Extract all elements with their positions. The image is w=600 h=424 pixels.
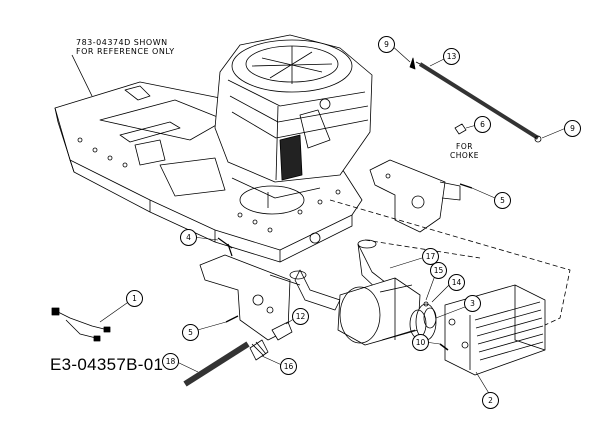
engine-assembly bbox=[214, 34, 373, 215]
cable-clip bbox=[454, 123, 467, 135]
callout-9a[interactable]: 9 bbox=[378, 36, 395, 53]
spring-nut bbox=[249, 339, 269, 361]
callout-15[interactable]: 15 bbox=[430, 262, 447, 279]
callout-2[interactable]: 2 bbox=[482, 392, 499, 409]
callout-10[interactable]: 10 bbox=[412, 334, 429, 351]
reference-note: 783-04374D SHOWN FOR REFERENCE ONLY bbox=[76, 38, 175, 56]
throttle-bracket bbox=[369, 159, 461, 233]
callout-14[interactable]: 14 bbox=[448, 274, 465, 291]
callout-4[interactable]: 4 bbox=[180, 229, 197, 246]
callout-1[interactable]: 1 bbox=[126, 290, 143, 307]
callout-3[interactable]: 3 bbox=[464, 295, 481, 312]
choke-cable bbox=[409, 57, 542, 143]
callout-12[interactable]: 12 bbox=[292, 308, 309, 325]
support-rod bbox=[183, 341, 250, 387]
choke-note-line1: FOR bbox=[456, 142, 473, 151]
drawing-code: E3-04357B-01 bbox=[50, 355, 164, 374]
callout-18[interactable]: 18 bbox=[162, 353, 179, 370]
callout-5a[interactable]: 5 bbox=[182, 324, 199, 341]
reference-leader-line bbox=[71, 54, 93, 97]
muffler-guard bbox=[444, 284, 546, 376]
choke-note: FOR CHOKE bbox=[450, 142, 479, 160]
reference-note-line2: FOR REFERENCE ONLY bbox=[76, 47, 175, 56]
callout-17[interactable]: 17 bbox=[422, 248, 439, 265]
callout-5b[interactable]: 5 bbox=[494, 192, 511, 209]
muffler-mount-bracket bbox=[199, 254, 301, 341]
choke-note-line2: CHOKE bbox=[450, 151, 479, 160]
spacer bbox=[271, 321, 293, 341]
callout-13[interactable]: 13 bbox=[443, 48, 460, 65]
tractor-frame bbox=[54, 81, 363, 263]
muffler bbox=[337, 277, 421, 346]
callout-16[interactable]: 16 bbox=[280, 358, 297, 375]
reference-note-line1: 783-04374D SHOWN bbox=[76, 38, 168, 47]
wire-harness bbox=[51, 307, 111, 342]
callout-6[interactable]: 6 bbox=[474, 116, 491, 133]
callout-9b[interactable]: 9 bbox=[564, 120, 581, 137]
